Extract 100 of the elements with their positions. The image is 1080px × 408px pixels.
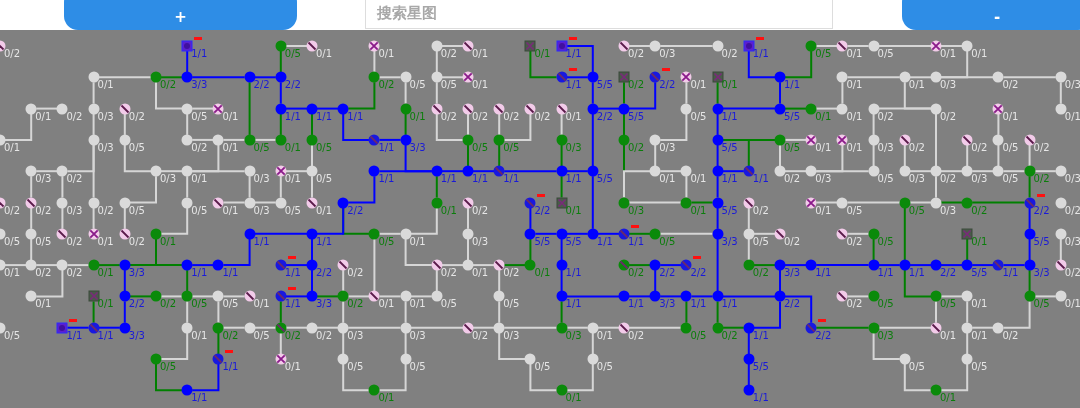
count-label: 0/1 [940,329,957,341]
count-label: 0/1 [4,267,21,279]
connector-line [498,331,527,360]
connector-line [1002,76,1057,79]
count-label: 0/1 [409,110,426,122]
count-label: 0/5 [877,48,894,59]
count-label: 0/5 [690,110,707,122]
connector-line [908,201,932,204]
connector-line [1059,237,1062,262]
count-label: 1/1 [721,173,738,185]
count-label: 0/5 [128,204,145,216]
count-label: 5/5 [628,110,645,122]
connector-line [747,237,750,262]
count-label: 0/2 [222,329,239,341]
count-label: 0/2 [628,267,645,279]
connector-line [659,264,683,267]
count-label: 2/2 [815,329,832,341]
connector-line [779,81,781,105]
count-label: 0/5 [1002,173,1019,185]
connector-line [940,295,964,298]
connector-line [342,300,345,324]
connector-line [160,206,189,235]
connector-line [160,295,184,298]
connector-line [747,138,776,168]
count-label: 1/1 [628,235,645,247]
count-label: 0/1 [534,267,551,279]
connector-line [940,76,995,79]
connector-line [903,363,932,392]
connector-line [908,76,932,79]
connector-line [284,45,308,47]
connector-line [940,264,964,267]
count-label: 0/1 [409,298,426,310]
count-label: 1/1 [752,329,769,341]
connector-line [123,143,152,173]
count-label: 2/2 [784,298,801,310]
count-label: 5/5 [721,204,738,216]
connector-line [623,112,625,136]
connector-line [373,237,376,293]
connector-line [35,264,59,267]
connector-line [815,264,870,267]
count-label: 0/5 [160,361,177,372]
count-label: 0/2 [97,204,114,216]
count-label: 1/1 [378,141,395,153]
connector-line [596,107,620,110]
connector-line [997,112,1000,136]
connector-line [253,138,277,141]
count-label: 0/2 [347,267,364,279]
count-label: 0/2 [66,110,83,122]
connector-line [659,232,714,235]
connector-line [971,326,995,329]
count-label: 0/2 [721,48,738,59]
connector-line [966,143,969,168]
connector-line [467,112,469,136]
count-label: 0/3 [472,235,489,247]
count-label: 0/5 [191,110,208,122]
connector-line [186,300,189,324]
connector-line [440,264,464,267]
count-label: 1/1 [721,110,738,122]
connector-line [846,76,901,79]
count-label: 0/1 [472,48,489,59]
count-label: 1/1 [66,329,83,341]
connector-line [347,175,376,204]
connector-line [472,264,496,267]
connector-line [66,143,95,173]
connector-line [467,143,469,168]
count-label: 0/3 [659,48,676,59]
connector-line [253,232,308,235]
count-label: 3/3 [316,298,333,310]
count-label: 2/2 [690,267,707,279]
connector-line [472,170,496,173]
count-label: 1/1 [316,235,333,247]
connector-line [529,206,532,230]
count-label: 0/2 [784,173,801,185]
connector-line [623,170,652,199]
count-label: 0/1 [565,110,582,122]
count-label: 2/2 [1033,204,1050,216]
search-field: 搜索星图 [365,0,833,29]
connector-line [716,237,719,293]
zoom-out-button: - [902,0,1080,30]
count-label: 0/1 [690,204,707,216]
count-label: 0/5 [472,141,489,153]
connector-line [966,300,969,324]
count-label: 0/5 [284,48,301,59]
count-label: 0/5 [316,173,333,185]
connector-line [123,112,126,136]
count-label: 0/2 [191,141,208,153]
connector-line [1028,269,1031,293]
connector-line [529,237,532,262]
count-label: 0/3 [160,173,177,185]
count-label: 5/5 [784,110,801,122]
connector-line [222,295,246,298]
connector-line [908,170,932,173]
connector-line [721,295,776,298]
connector-line [440,76,464,79]
connector-line [628,326,683,329]
connector-line [316,295,340,298]
count-label: 0/1 [440,204,457,216]
count-label: 0/5 [815,48,832,59]
connector-line [966,237,969,262]
connector-line [155,363,184,392]
